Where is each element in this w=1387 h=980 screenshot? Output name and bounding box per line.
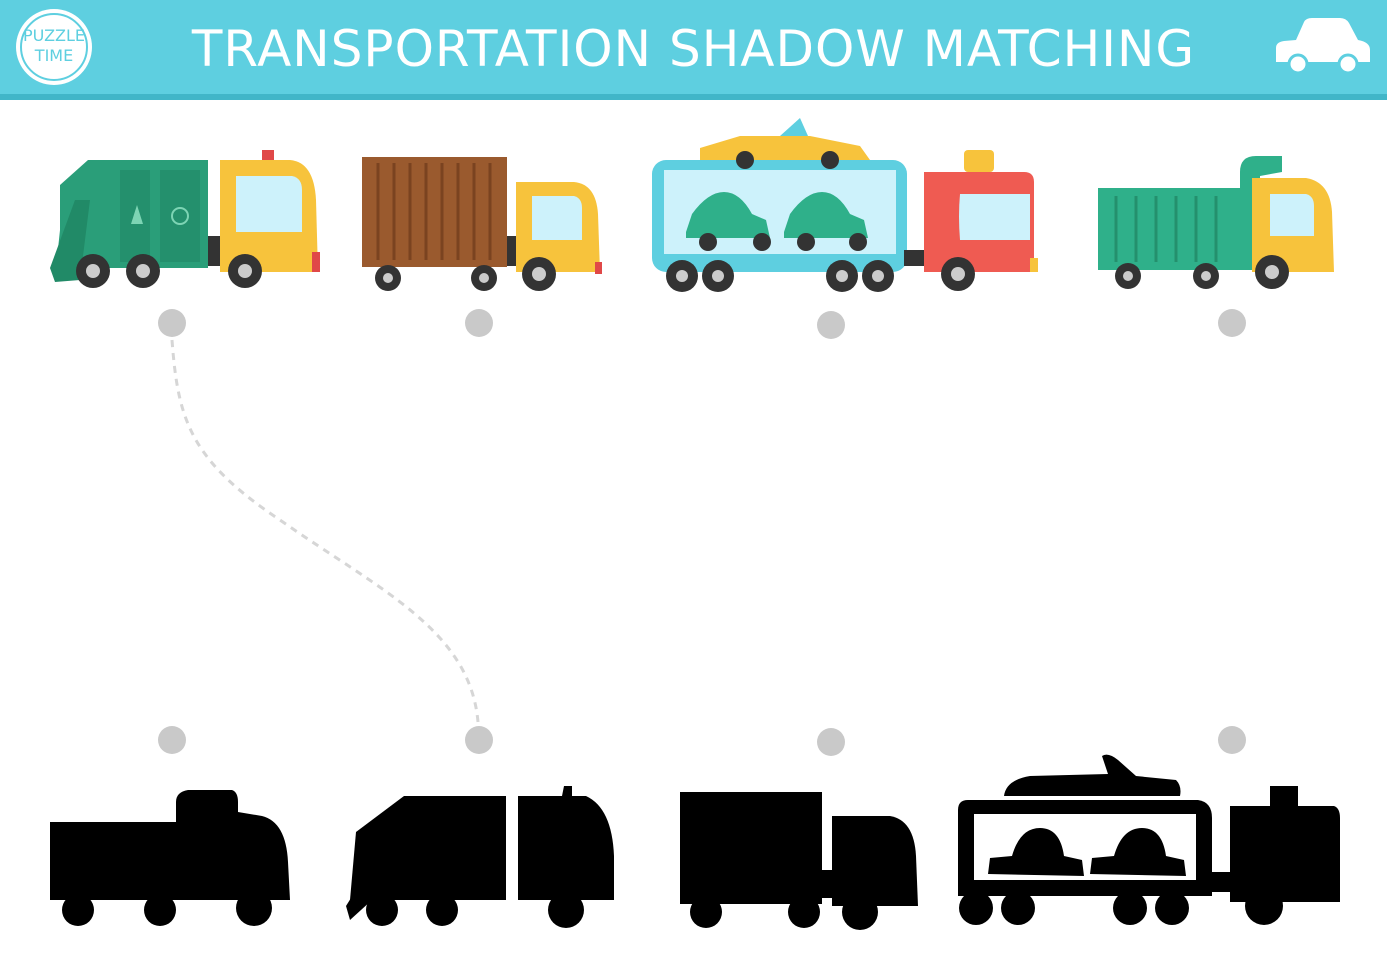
car-carrier-truck[interactable] [652,118,1038,292]
example-match-line [170,339,480,723]
garbage-truck[interactable] [50,150,320,288]
top-dot-1[interactable] [158,309,186,337]
bottom-dot-2[interactable] [465,726,493,754]
top-dot-3[interactable] [817,311,845,339]
dump-truck[interactable] [1098,156,1334,289]
page-title: TRANSPORTATION SHADOW MATCHING [191,20,1196,78]
bottom-dot-4[interactable] [1218,726,1246,754]
puzzle-time-logo: PUZZLE TIME [16,9,92,85]
logo-ring [20,13,88,81]
container-truck-shadow[interactable] [680,792,918,930]
top-dot-2[interactable] [465,309,493,337]
car-icon [1276,18,1370,75]
bottom-dot-1[interactable] [158,726,186,754]
car-carrier-truck-shadow[interactable] [958,754,1340,925]
bottom-dot-3[interactable] [817,728,845,756]
header-band [0,0,1387,94]
header-stripe [0,94,1387,100]
logo-line-1: PUZZLE [22,26,86,45]
garbage-truck-shadow[interactable] [346,786,614,928]
logo-line-2: TIME [34,46,74,65]
container-truck[interactable] [362,157,602,291]
dump-truck-shadow[interactable] [50,790,290,926]
top-dot-4[interactable] [1218,309,1246,337]
